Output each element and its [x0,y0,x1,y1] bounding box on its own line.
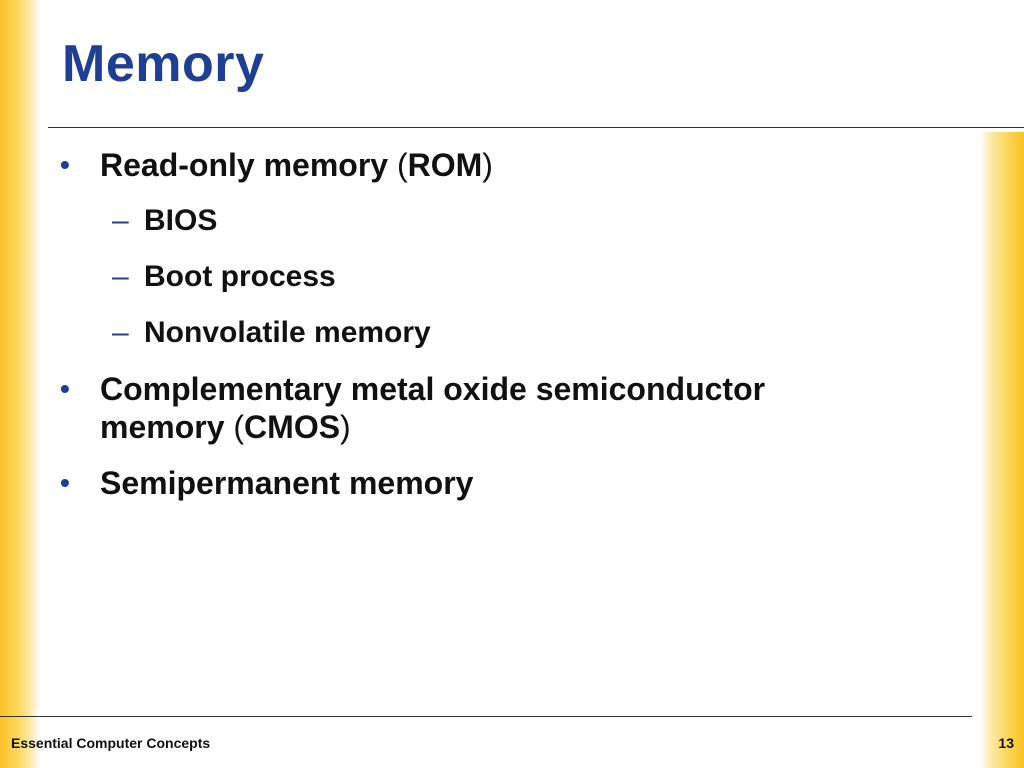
bullet-item-cmos: • Complementary metal oxide semiconducto… [60,370,920,446]
footer-title: Essential Computer Concepts [11,735,211,751]
bullet-item-semipermanent: • Semipermanent memory [60,464,920,502]
bullet-text: memory [100,409,234,445]
sub-item-text: BIOS [144,204,218,237]
bullet-text: Read-only memory [100,147,397,183]
bullet-list: • Read-only memory (ROM) – BIOS – Boot p… [60,146,920,520]
paren-open: ( [396,147,408,183]
sub-marker: – [112,204,129,237]
page-number: 13 [998,735,1014,751]
slide-title: Memory [62,35,265,93]
bullet-item-rom: • Read-only memory (ROM) [60,146,920,184]
sub-marker: – [112,260,129,293]
bullet-abbr: CMOS [244,409,341,445]
right-accent-bar [980,132,1024,768]
paren-open: ( [233,409,245,445]
paren-close: ) [482,147,493,183]
bullet-text: Semipermanent memory [100,465,474,501]
bullet-marker: • [60,149,70,180]
sub-item-bios: – BIOS [60,202,920,240]
title-divider [48,127,1024,128]
sub-item-text: Nonvolatile memory [144,316,431,349]
footer-divider [0,716,972,717]
bullet-abbr: ROM [407,147,483,183]
sub-item-text: Boot process [144,260,336,293]
bullet-marker: • [60,467,70,498]
sub-item-boot-process: – Boot process [60,258,920,296]
paren-close: ) [340,409,351,445]
sub-item-nonvolatile: – Nonvolatile memory [60,314,920,352]
left-accent-bar [0,0,40,768]
sub-marker: – [112,316,129,349]
bullet-text-line1: Complementary metal oxide semiconductor [100,371,766,407]
bullet-marker: • [60,373,70,404]
